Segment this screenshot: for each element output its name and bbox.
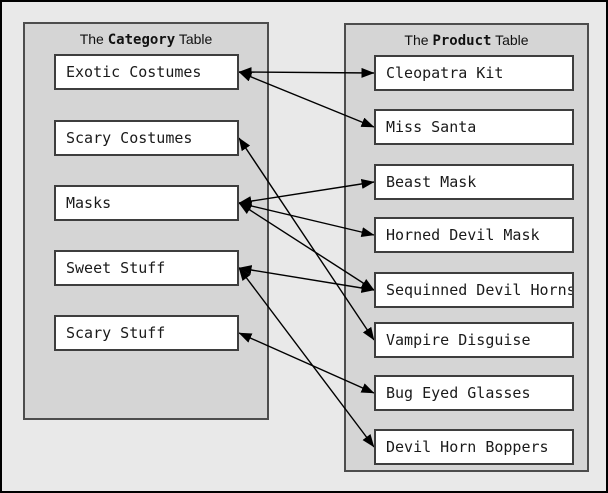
product-title-name: Product (432, 33, 492, 49)
category-box-scary-stuff: Scary Stuff (54, 315, 239, 351)
product-box-beast-mask: Beast Mask (374, 164, 574, 200)
category-table-title: The Category Table (25, 31, 267, 48)
category-box-scary-costumes: Scary Costumes (54, 120, 239, 156)
product-box-vampire-disguise: Vampire Disguise (374, 322, 574, 358)
product-title-prefix: The (404, 32, 429, 48)
category-title-name: Category (107, 32, 176, 48)
category-title-prefix: The (79, 31, 104, 47)
product-box-cleopatra-kit: Cleopatra Kit (374, 55, 574, 91)
product-box-miss-santa: Miss Santa (374, 109, 574, 145)
product-box-devil-horn-boppers: Devil Horn Boppers (374, 429, 574, 465)
category-box-masks: Masks (54, 185, 239, 221)
product-title-suffix: Table (495, 32, 529, 48)
product-box-horned-devil-mask: Horned Devil Mask (374, 217, 574, 253)
product-box-sequinned-devil-horns: Sequinned Devil Horns (374, 272, 574, 308)
category-title-suffix: Table (178, 31, 213, 47)
product-table-title: The Product Table (346, 32, 587, 49)
product-box-bug-eyed-glasses: Bug Eyed Glasses (374, 375, 574, 411)
category-box-exotic-costumes: Exotic Costumes (54, 54, 239, 90)
category-box-sweet-stuff: Sweet Stuff (54, 250, 239, 286)
